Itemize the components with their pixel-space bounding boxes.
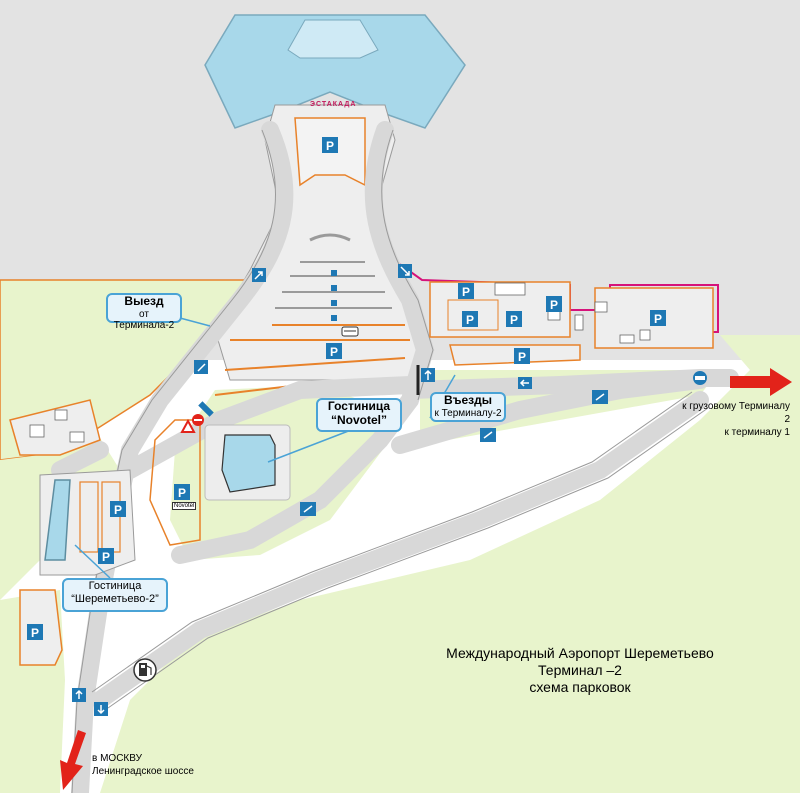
map-title-line1: Международный Аэропорт Шереметьево bbox=[446, 645, 714, 661]
entries-callout: Въезды к Терминалу-2 bbox=[430, 392, 506, 422]
parking-icon: P bbox=[506, 311, 522, 327]
parking-icon: P bbox=[546, 296, 562, 312]
direction-arrow-icon bbox=[194, 360, 208, 374]
apron-island bbox=[309, 233, 351, 242]
east-destination-label: к грузовому Терминалу 2 к терминалу 1 bbox=[680, 400, 790, 439]
exit-callout-title: Выезд bbox=[124, 294, 164, 308]
novotel-building bbox=[221, 434, 276, 493]
parking-icon: P bbox=[458, 283, 474, 299]
direction-arrow-icon bbox=[252, 268, 266, 282]
south-destination-line2: Ленинградское шоссе bbox=[92, 766, 194, 777]
svg-text:P: P bbox=[330, 345, 338, 359]
svg-text:P: P bbox=[654, 312, 662, 326]
map-title: Международный Аэропорт Шереметьево Терми… bbox=[400, 645, 760, 696]
svg-text:P: P bbox=[510, 313, 518, 327]
direction-arrow-icon bbox=[398, 264, 412, 278]
parking-rows bbox=[275, 261, 392, 309]
parking-icon: P bbox=[98, 548, 114, 564]
svg-text:P: P bbox=[518, 350, 526, 364]
novotel-callout-line1: Гостиница bbox=[327, 399, 391, 413]
east-destination-line1: к грузовому Терминалу 2 bbox=[682, 401, 790, 425]
novotel-callout-line2: “Novotel” bbox=[330, 412, 387, 427]
svg-text:P: P bbox=[102, 550, 110, 564]
sheremetyevo-hotel-callout: Гостиница “Шереметьево-2” bbox=[62, 578, 168, 612]
parking-icon: P bbox=[322, 137, 338, 153]
exit-callout-subtitle: от Терминала-2 bbox=[113, 308, 175, 332]
road-edges bbox=[71, 129, 709, 793]
sheremetyevo-callout-line2: “Шереметьево-2” bbox=[71, 592, 159, 605]
svg-text:P: P bbox=[178, 486, 186, 500]
map-title-line2: Терминал –2 bbox=[538, 662, 622, 678]
parking-lot-novotel bbox=[149, 419, 201, 546]
svg-text:P: P bbox=[550, 298, 558, 312]
direction-arrow-icon bbox=[518, 377, 532, 389]
overpass-label: ЭСТАКАДА bbox=[310, 101, 357, 108]
direction-arrow-icon bbox=[480, 428, 496, 442]
direction-arrow-icon bbox=[72, 688, 86, 702]
svg-text:P: P bbox=[31, 626, 39, 640]
terminal-inner-roof bbox=[287, 19, 379, 59]
parking-icon: P bbox=[462, 311, 478, 327]
parking-icon: P bbox=[326, 343, 342, 359]
grass-south-east bbox=[100, 335, 800, 793]
svg-text:P: P bbox=[462, 285, 470, 299]
parking-icon: P bbox=[174, 484, 190, 500]
northwest-buildings bbox=[29, 409, 85, 443]
parking-icon: P bbox=[650, 310, 666, 326]
direction-arrow-icon bbox=[300, 502, 316, 516]
parking-icon: P bbox=[514, 348, 530, 364]
parking-icon bbox=[331, 270, 337, 321]
parking-icon: P bbox=[110, 501, 126, 517]
barrier-icon bbox=[198, 401, 214, 417]
exit-callout: Выезд от Терминала-2 bbox=[106, 293, 182, 331]
terminal-2-building bbox=[204, 14, 466, 129]
no-entry-icon bbox=[192, 414, 204, 426]
svg-text:P: P bbox=[326, 139, 334, 153]
hotel-sheremetyevo-building bbox=[44, 479, 71, 561]
south-destination-label: в МОСКВУ Ленинградское шоссе bbox=[92, 752, 194, 778]
exit-arrow-east bbox=[730, 368, 792, 396]
direction-arrow-icon bbox=[421, 368, 435, 382]
svg-text:P: P bbox=[466, 313, 474, 327]
direction-arrow-icon bbox=[592, 390, 608, 404]
east-destination-line2: к терминалу 1 bbox=[724, 427, 790, 438]
novotel-sign: Novotel bbox=[172, 502, 197, 510]
novotel-callout: Гостиница “Novotel” bbox=[316, 398, 402, 432]
map-title-line3: схема парковок bbox=[529, 679, 631, 695]
bus-icon bbox=[341, 326, 359, 337]
entries-callout-title: Въезды bbox=[444, 393, 492, 407]
fuel-station-icon bbox=[133, 658, 157, 682]
entries-callout-subtitle: к Терминалу-2 bbox=[434, 407, 502, 419]
direction-arrow-icon bbox=[693, 371, 707, 385]
parking-icon: P bbox=[27, 624, 43, 640]
exit-arrow-south bbox=[60, 730, 86, 790]
direction-arrow-icon bbox=[94, 702, 108, 716]
south-destination-line1: в МОСКВУ bbox=[92, 753, 142, 764]
parking-lot-east-1a bbox=[447, 299, 499, 331]
svg-text:P: P bbox=[114, 503, 122, 517]
sheremetyevo-callout-line1: Гостиница bbox=[88, 580, 142, 592]
warning-sign-icon bbox=[180, 418, 196, 433]
